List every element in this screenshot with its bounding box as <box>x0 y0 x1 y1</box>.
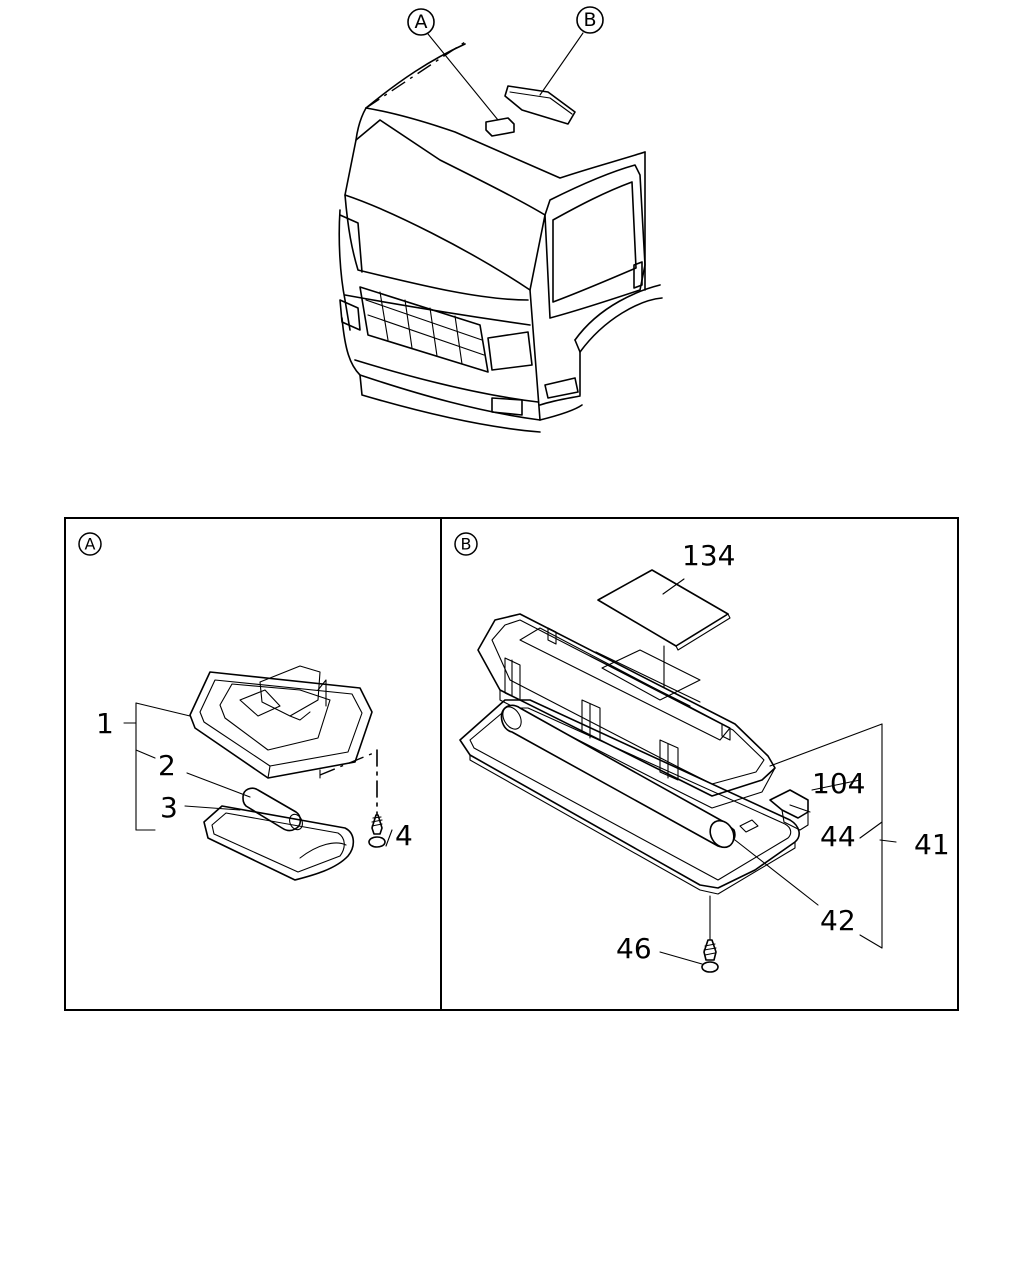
screw-part <box>319 749 386 848</box>
label-plate-part <box>597 569 731 651</box>
label-4: 4 <box>395 819 413 852</box>
label-134: 134 <box>682 539 735 572</box>
callout-a-letter: A <box>415 11 428 33</box>
truck-cab-illustration <box>338 41 663 433</box>
tube-part <box>500 704 736 849</box>
upper-housing-part <box>477 613 776 809</box>
label-46: 46 <box>616 932 652 965</box>
roof-lamp-b <box>504 85 576 125</box>
lens-part <box>203 805 355 881</box>
lamp-housing-part <box>189 665 373 779</box>
label-1: 1 <box>96 707 114 740</box>
clip-part <box>739 789 809 833</box>
roof-lamp-a <box>485 117 515 137</box>
screw-b-part <box>701 895 719 973</box>
panel-b: B <box>454 532 950 973</box>
detail-frame <box>64 517 959 1011</box>
label-104: 104 <box>812 767 865 800</box>
label-41: 41 <box>914 828 950 861</box>
label-2: 2 <box>158 749 176 782</box>
panel-a-tag: A <box>85 535 96 554</box>
panel-b-tag: B <box>461 535 472 554</box>
callout-b: B <box>576 6 604 34</box>
callout-a: A <box>407 8 435 36</box>
callout-b-letter: B <box>583 9 596 31</box>
label-3: 3 <box>160 791 178 824</box>
label-44: 44 <box>820 820 856 853</box>
lower-base-part <box>459 699 800 895</box>
label-42: 42 <box>820 904 856 937</box>
panel-a: A <box>78 532 413 881</box>
